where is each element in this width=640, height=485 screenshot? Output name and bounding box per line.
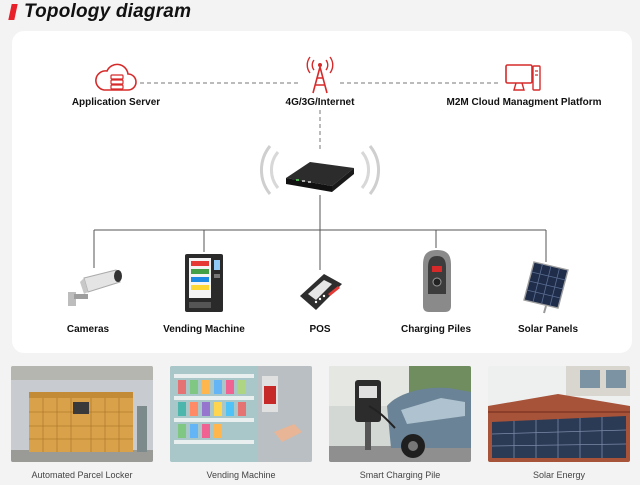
cloud-server-icon: [95, 63, 137, 91]
photo-solar-energy: [488, 366, 630, 462]
router-gateway-icon: [260, 145, 380, 195]
monitor-platform-icon: [505, 64, 541, 91]
photo-caption-parcel-locker: Automated Parcel Locker: [31, 470, 133, 480]
photo-parcel-locker: [11, 366, 153, 462]
photo-caption-vending-machine: Vending Machine: [206, 470, 276, 480]
device-label-solar: Solar Panels: [517, 324, 579, 335]
charging-pile-icon: [423, 250, 451, 312]
title-accent-mark: [8, 4, 18, 20]
photo-caption-charging-pile: Smart Charging Pile: [359, 470, 441, 480]
solar-panel-icon: [523, 261, 569, 314]
device-label-pos: POS: [309, 324, 331, 335]
device-label-vending: Vending Machine: [163, 324, 245, 335]
vending-machine-icon: [185, 254, 223, 312]
photo-charging-pile: [329, 366, 471, 462]
antenna-tower-icon: [306, 56, 334, 94]
security-camera-icon: [68, 269, 122, 306]
photo-caption-solar-energy: Solar Energy: [532, 470, 586, 480]
server-label: Application Server: [71, 97, 161, 108]
pos-terminal-icon: [300, 274, 342, 310]
page-title: Topology diagram: [24, 1, 192, 22]
device-label-cameras: Cameras: [66, 324, 110, 335]
photo-vending-machine: [170, 366, 312, 462]
internet-label: 4G/3G/Internet: [285, 97, 355, 108]
page-title-bar: Topology diagram: [8, 1, 192, 23]
device-label-charging: Charging Piles: [400, 324, 471, 335]
cloud-platform-label: M2M Cloud Managment Platform: [446, 97, 602, 108]
